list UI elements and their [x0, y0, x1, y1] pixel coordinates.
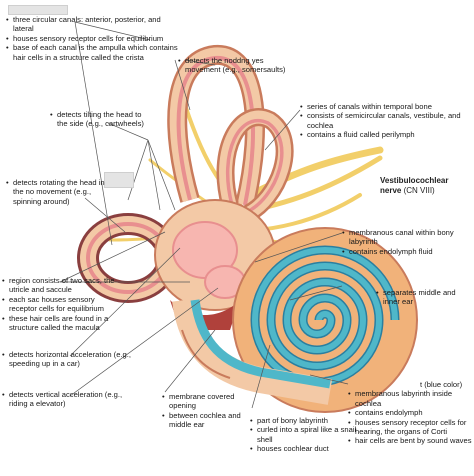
tilting-item-1: detects tilting the head to the side (e.…	[50, 110, 150, 129]
caption-inner-ear: series of canals within temporal bone co…	[300, 102, 470, 140]
semicircular-canals-item-2: houses sensory receptor cells for equili…	[6, 34, 178, 44]
cochlea-item-1: part of bony labyrinth	[250, 416, 360, 426]
round-window-item-2: between cochlea and middle ear	[162, 411, 252, 430]
caption-vestibule: region consists of two sacs, the utricle…	[2, 276, 120, 332]
caption-separates: separates middle and inner ear	[376, 288, 470, 307]
caption-tilting: detects tilting the head to the side (e.…	[50, 110, 150, 129]
caption-nodding: detects the noddng yes movement (e.g., s…	[178, 56, 296, 75]
caption-rotating: detects rotating the head in the no move…	[6, 178, 116, 206]
cochlear-duct-item-2: contains endolymph	[348, 408, 472, 418]
cochlear-duct-item-3: houses sensory receptor cells for hearin…	[348, 418, 472, 437]
nerve-label-bold: Vestibulocochlear	[380, 176, 449, 185]
caption-membranous: membranous canal within bony labyrinth c…	[342, 228, 470, 257]
nerve-label-bold-2: nerve	[380, 186, 402, 195]
separates-item-1: separates middle and inner ear	[376, 288, 470, 307]
cochlea-item-3: houses cochlear duct	[250, 444, 360, 454]
caption-horizontal: detects horizontal acceleration (e.g., s…	[2, 350, 138, 369]
membranous-item-2: contains endolymph fluid	[342, 247, 470, 257]
inner-ear-item-2: consists of semicircular canals, vestibu…	[300, 111, 470, 130]
cochlear-duct-item-1: membranous labyrinth inside cochlea	[348, 389, 472, 408]
cochlear-duct-item-4: hair cells are bent by sound waves	[348, 436, 472, 446]
vestibule	[154, 199, 276, 330]
semicircular-canals-item-3: base of each canal is the ampulla which …	[6, 43, 178, 62]
cochlea	[232, 227, 418, 413]
cochlear-duct-suffix: t (blue color)	[420, 380, 463, 389]
membranous-item-1: membranous canal within bony labyrinth	[342, 228, 470, 247]
caption-cochlear-duct: t (blue color) membranous labyrinth insi…	[348, 380, 472, 446]
caption-round-window: membrane covered opening between cochlea…	[162, 392, 252, 430]
vertical-item-1: detects vertical acceleration (e.g., rid…	[2, 390, 138, 409]
round-window-item-1: membrane covered opening	[162, 392, 252, 411]
nodding-item-1: detects the noddng yes movement (e.g., s…	[178, 56, 296, 75]
caption-vertical: detects vertical acceleration (e.g., rid…	[2, 390, 138, 409]
posterior-canal	[216, 108, 294, 224]
vestibule-item-2: each sac houses sensory receptor cells f…	[2, 295, 120, 314]
basal-turn	[172, 298, 333, 405]
nerve-label: Vestibulocochlear nerve (CN VIII)	[380, 176, 470, 196]
rotating-item-1: detects rotating the head in the no move…	[6, 178, 116, 206]
semicircular-canals-item-1: three circular canals: anterior, posteri…	[6, 15, 178, 34]
nerve-label-rest: (CN VIII)	[403, 186, 435, 195]
inner-ear-item-1: series of canals within temporal bone	[300, 102, 470, 112]
horizontal-item-1: detects horizontal acceleration (e.g., s…	[2, 350, 138, 369]
vestibule-item-1: region consists of two sacs, the utricle…	[2, 276, 120, 295]
vestibule-item-3: these hair cells are found in a structur…	[2, 314, 120, 333]
caption-cochlea: part of bony labyrinth curled into a spi…	[250, 416, 360, 454]
cochlea-item-2: curled into a spiral like a snail shell	[250, 425, 360, 444]
caption-semicircular-canals: three circular canals: anterior, posteri…	[6, 15, 178, 62]
inner-ear-item-3: contains a fluid called perilymph	[300, 130, 470, 140]
blank-label-box-2[interactable]	[8, 5, 68, 15]
